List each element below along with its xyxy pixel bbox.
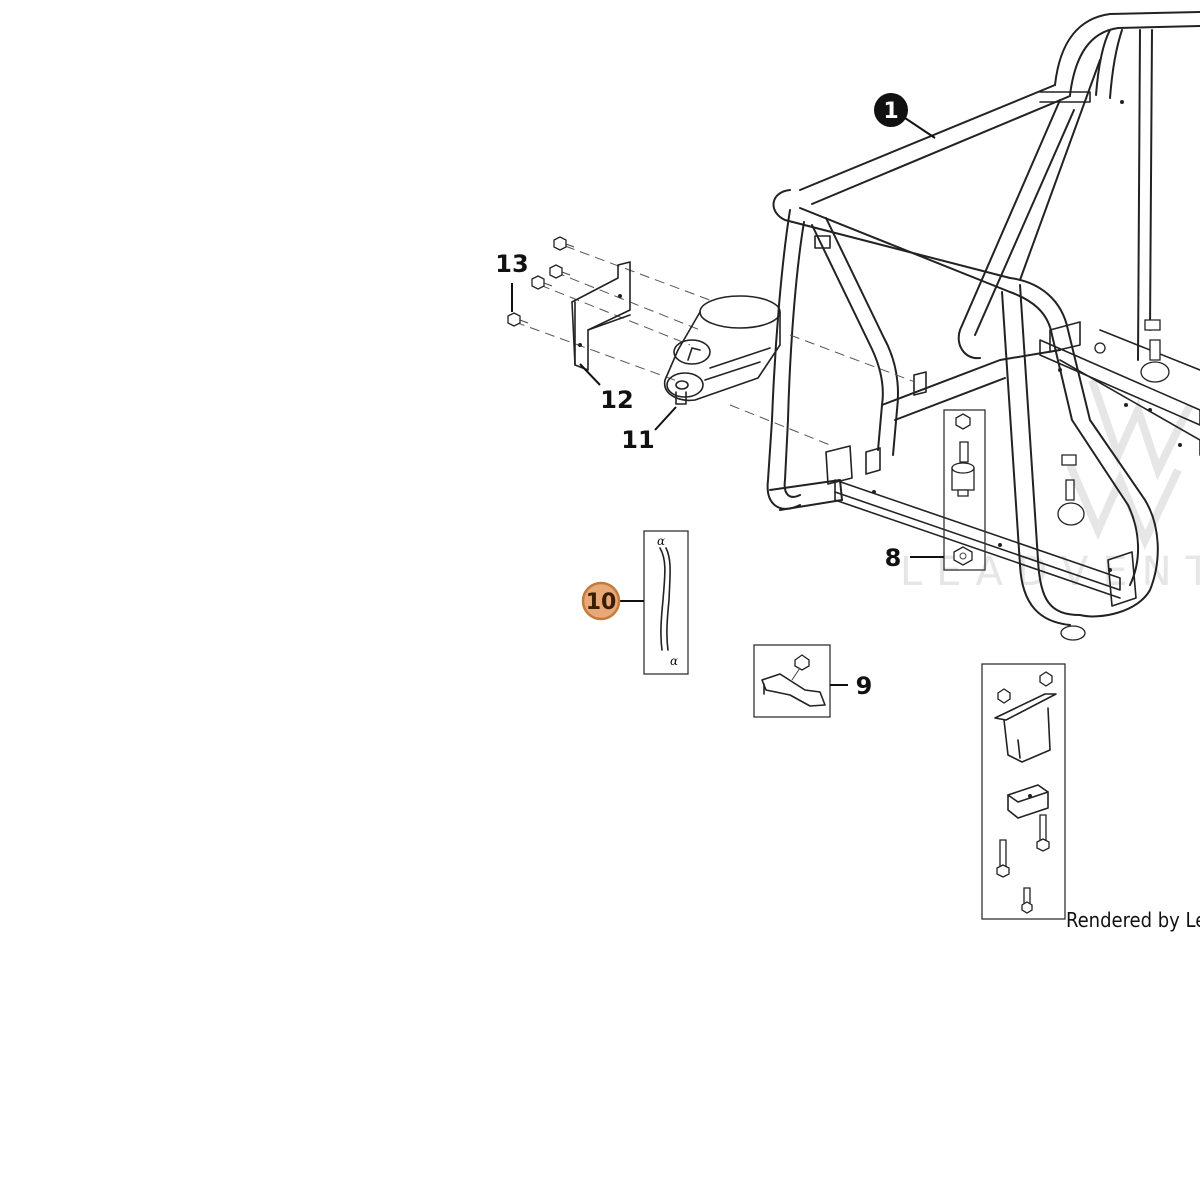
callout-8[interactable]: 8: [885, 544, 902, 572]
callout-1[interactable]: 1: [874, 93, 908, 127]
watermark: LEADVENTI: [900, 378, 1200, 595]
callout-10-selected[interactable]: 10: [581, 581, 621, 621]
callout-10-badge: [581, 581, 621, 621]
clip-part-9[interactable]: [753, 644, 831, 718]
callout-11[interactable]: 11: [621, 426, 654, 454]
canister-part-11[interactable]: [664, 295, 781, 405]
assembly-centerlines: [514, 245, 916, 446]
frame-roll-cage[interactable]: [766, 11, 1200, 641]
isolator-part-8[interactable]: [943, 409, 986, 571]
callout-13[interactable]: 13: [495, 250, 528, 278]
mount-hardware-kit[interactable]: [981, 663, 1066, 920]
callout-1-label: 1: [883, 99, 898, 124]
hose-end-mark-bottom: α: [670, 654, 678, 668]
callout-1-badge: [874, 93, 908, 127]
screws-part-13[interactable]: [507, 236, 575, 327]
callout-10-label: 10: [586, 590, 617, 615]
bracket-part-12[interactable]: [571, 261, 631, 371]
callout-9[interactable]: 9: [856, 672, 873, 700]
hose-part-10[interactable]: α α: [643, 530, 689, 675]
callout-12[interactable]: 12: [600, 386, 633, 414]
hose-end-mark-top: α: [657, 534, 665, 548]
render-credit: Rendered by Lea: [1066, 908, 1200, 932]
leader-lines: [511, 117, 944, 686]
